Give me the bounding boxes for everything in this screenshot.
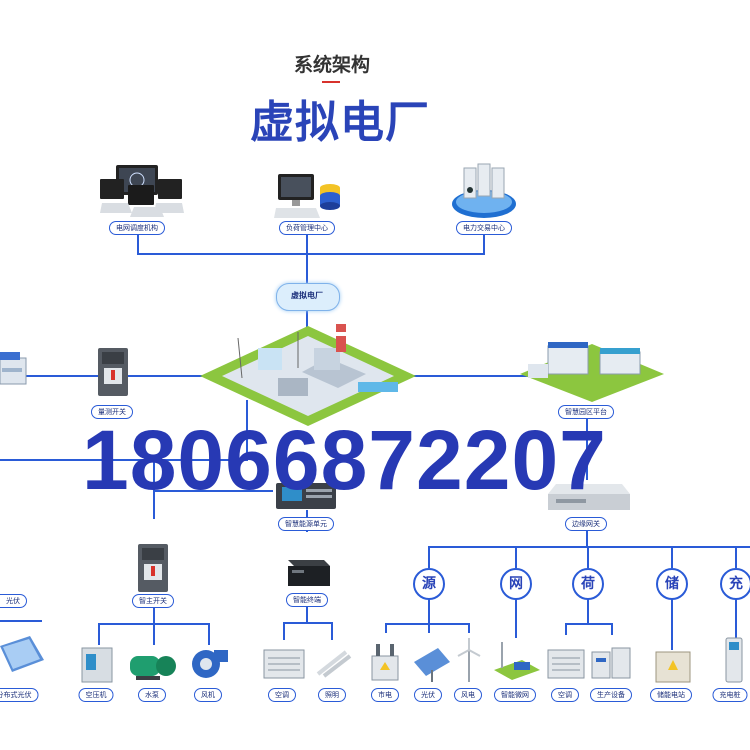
label-production: 生产设备: [590, 688, 632, 702]
node-label-edge-gateway: 边缘网关: [565, 517, 607, 531]
category-load: 荷: [572, 568, 604, 600]
cloud-icon: [276, 283, 340, 311]
node-label-left-partial: 光伏: [0, 594, 27, 608]
label-fan: 风机: [194, 688, 222, 702]
smart-park-buildings-icon: [520, 342, 664, 402]
phone-watermark: 18066872207: [82, 413, 607, 507]
industrial-fan-icon: [192, 650, 228, 678]
dispatch-monitors-icon: [100, 165, 184, 217]
load-management-server-icon: [274, 174, 340, 218]
ac-unit-right-icon: [547, 649, 585, 679]
meter-switch-icon: [98, 348, 128, 396]
smart-energy-unit-icon: [276, 483, 336, 509]
category-charging: 充: [720, 568, 750, 600]
title-underline-divider: [322, 81, 340, 83]
node-label-smart-park: 智慧园区平台: [558, 405, 614, 419]
label-grid: 市电: [371, 688, 399, 702]
lighting-tube-icon: [316, 650, 352, 678]
label-charger: 充电桩: [712, 688, 748, 702]
label-distributed-solar: 分布式光伏: [0, 688, 39, 702]
label-solar: 光伏: [414, 688, 442, 702]
microgrid-icon: [494, 642, 540, 680]
label-ac-left: 空调: [268, 688, 296, 702]
ac-unit-left-icon: [263, 649, 305, 679]
node-label-grid-dispatch: 电网调度机构: [109, 221, 165, 235]
label-lighting: 照明: [318, 688, 346, 702]
node-label-smart-terminal: 智能终端: [286, 593, 328, 607]
left-partial-building-icon: [0, 352, 27, 385]
diagram-title: 虚拟电厂: [250, 97, 430, 148]
label-storage: 储能电站: [650, 688, 692, 702]
grid-transformer-icon: [371, 644, 399, 681]
label-air-compressor: 空压机: [78, 688, 114, 702]
node-label-load-management: 负荷管理中心: [279, 221, 335, 235]
production-equipment-icon: [591, 647, 631, 679]
energy-storage-icon: [655, 651, 691, 683]
category-grid: 网: [500, 568, 532, 600]
edge-gateway-icon: [548, 484, 630, 510]
air-compressor-icon: [81, 647, 113, 683]
category-source: 源: [413, 568, 445, 600]
label-microgrid: 智能微网: [494, 688, 536, 702]
category-storage: 储: [656, 568, 688, 600]
ev-charger-icon: [725, 637, 743, 683]
label-ac-right: 空调: [551, 688, 579, 702]
node-label-power-trading: 电力交易中心: [456, 221, 512, 235]
smart-terminal-box-icon: [288, 560, 330, 586]
hub-label: 虚拟电厂: [291, 291, 323, 300]
main-breaker-icon: [138, 544, 168, 592]
node-label-energy-unit: 智慧能源单元: [278, 517, 334, 531]
water-pump-icon: [130, 656, 176, 680]
virtual-power-plant-city-icon: [200, 324, 416, 426]
wind-turbine-icon: [457, 638, 481, 682]
node-label-main-breaker: 智主开关: [132, 594, 174, 608]
node-label-meter-switch: 量测开关: [91, 405, 133, 419]
power-trading-datacenter-icon: [452, 163, 516, 218]
solar-panel-icon: [414, 648, 450, 682]
label-wind: 风电: [454, 688, 482, 702]
label-water-pump: 水泵: [138, 688, 166, 702]
solar-panel-left-icon: [0, 636, 44, 672]
diagram-subtitle: 系统架构: [293, 54, 370, 76]
